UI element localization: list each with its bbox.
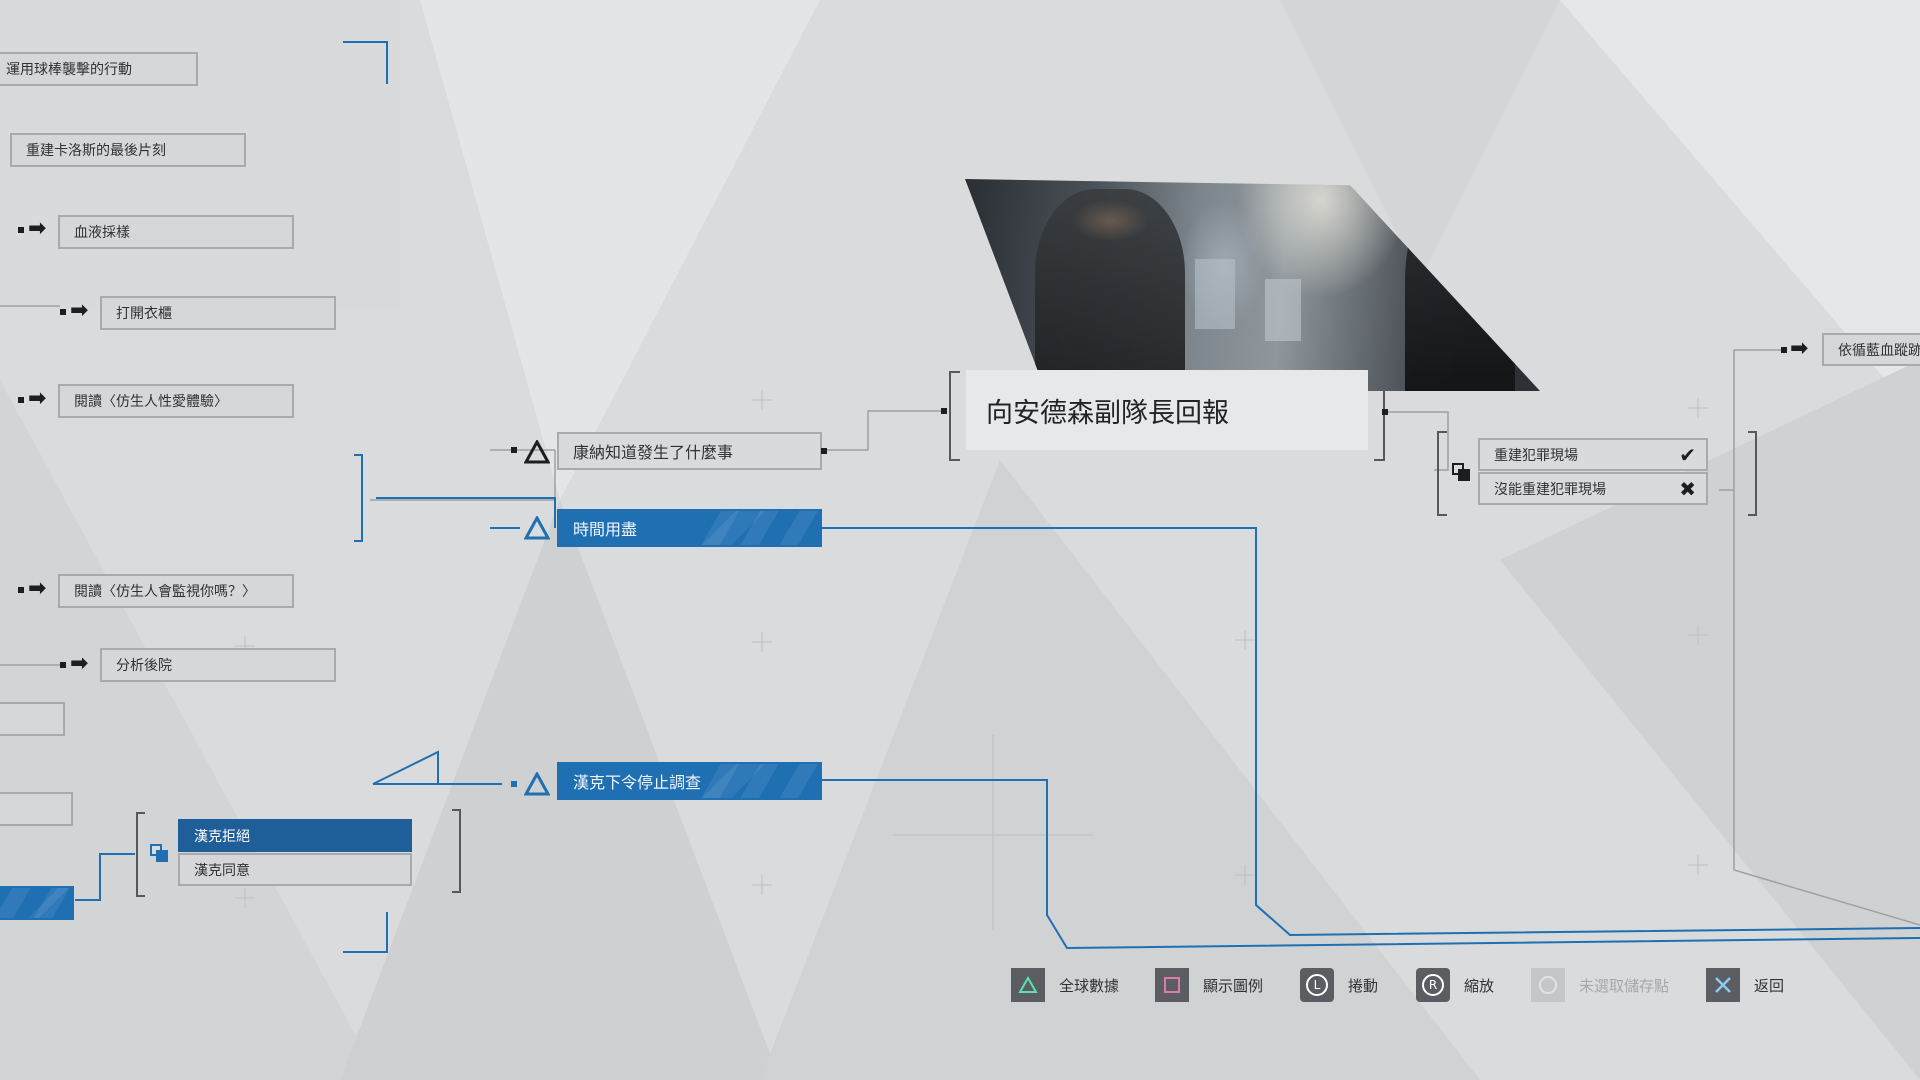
connector-dot	[511, 781, 517, 787]
arrow-right-icon: ➡	[70, 651, 89, 676]
triangle-icon	[524, 772, 550, 796]
control-zoom[interactable]: R 縮放	[1416, 968, 1494, 1002]
node-analyze-backyard[interactable]: 分析後院	[100, 648, 336, 682]
node-blood-sample[interactable]: 血液採樣	[58, 215, 294, 249]
triangle-button-icon	[1011, 968, 1045, 1002]
check-icon: ✔	[1679, 442, 1696, 467]
x-mark-icon: ✖	[1679, 476, 1696, 501]
node-bat-attack[interactable]: 運用球棒襲擊的行動	[0, 52, 198, 86]
arrow-right-icon: ➡	[1790, 336, 1809, 361]
connector-dot	[511, 447, 517, 453]
choice-hank-agrees[interactable]: 漢克同意	[178, 853, 412, 886]
connector-dot	[60, 662, 66, 668]
square-button-icon	[1155, 968, 1189, 1002]
control-back[interactable]: 返回	[1706, 968, 1784, 1002]
node-hank-stops-investigation[interactable]: 漢克下令停止調查	[557, 762, 822, 800]
arrow-right-icon: ➡	[28, 576, 47, 601]
connector-dot	[18, 587, 24, 593]
node-reconstruct-carlos[interactable]: 重建卡洛斯的最後片刻	[10, 133, 246, 167]
arrow-right-icon: ➡	[70, 298, 89, 323]
connector-dot	[18, 397, 24, 403]
triangle-icon	[524, 516, 550, 540]
right-stick-icon: R	[1416, 968, 1450, 1002]
choice-reconstruct-success[interactable]: 重建犯罪現場✔	[1478, 438, 1708, 471]
arrow-right-icon: ➡	[28, 386, 47, 411]
connector-dot	[941, 408, 947, 414]
left-stick-icon: L	[1300, 968, 1334, 1002]
ending-title[interactable]: 向安德森副隊長回報	[966, 370, 1368, 450]
connector-dot	[1382, 409, 1388, 415]
node-connor-knows[interactable]: 康納知道發生了什麼事	[557, 432, 822, 470]
node-open-closet[interactable]: 打開衣櫃	[100, 296, 336, 330]
node-hidden-2[interactable]	[0, 792, 73, 826]
connector-dot	[1781, 347, 1787, 353]
connector-dot	[18, 227, 24, 233]
node-read-magazine-1[interactable]: 閱讀〈仿生人性愛體驗〉	[58, 384, 294, 418]
node-hidden-blue[interactable]	[0, 886, 74, 920]
connector-dot	[60, 309, 66, 315]
control-no-checkpoint: 未選取儲存點	[1531, 968, 1669, 1002]
node-read-magazine-2[interactable]: 閱讀〈仿生人會監視你嗎？〉	[58, 574, 294, 608]
choice-split-icon	[150, 844, 170, 864]
choice-reconstruct-fail[interactable]: 沒能重建犯罪現場✖	[1478, 472, 1708, 505]
node-hidden-1[interactable]	[0, 702, 65, 736]
control-global-stats[interactable]: 全球數據	[1011, 968, 1119, 1002]
arrow-right-icon: ➡	[28, 216, 47, 241]
control-scroll[interactable]: L 捲動	[1300, 968, 1378, 1002]
choice-split-icon	[1452, 463, 1472, 483]
circle-button-icon	[1531, 968, 1565, 1002]
node-follow-blue-blood[interactable]: 依循藍血蹤跡	[1822, 333, 1920, 366]
connector-dot	[821, 448, 827, 454]
cross-button-icon	[1706, 968, 1740, 1002]
node-time-up[interactable]: 時間用盡	[557, 509, 822, 547]
triangle-icon	[524, 440, 550, 464]
control-show-legend[interactable]: 顯示圖例	[1155, 968, 1263, 1002]
choice-hank-refuses[interactable]: 漢克拒絕	[178, 819, 412, 852]
